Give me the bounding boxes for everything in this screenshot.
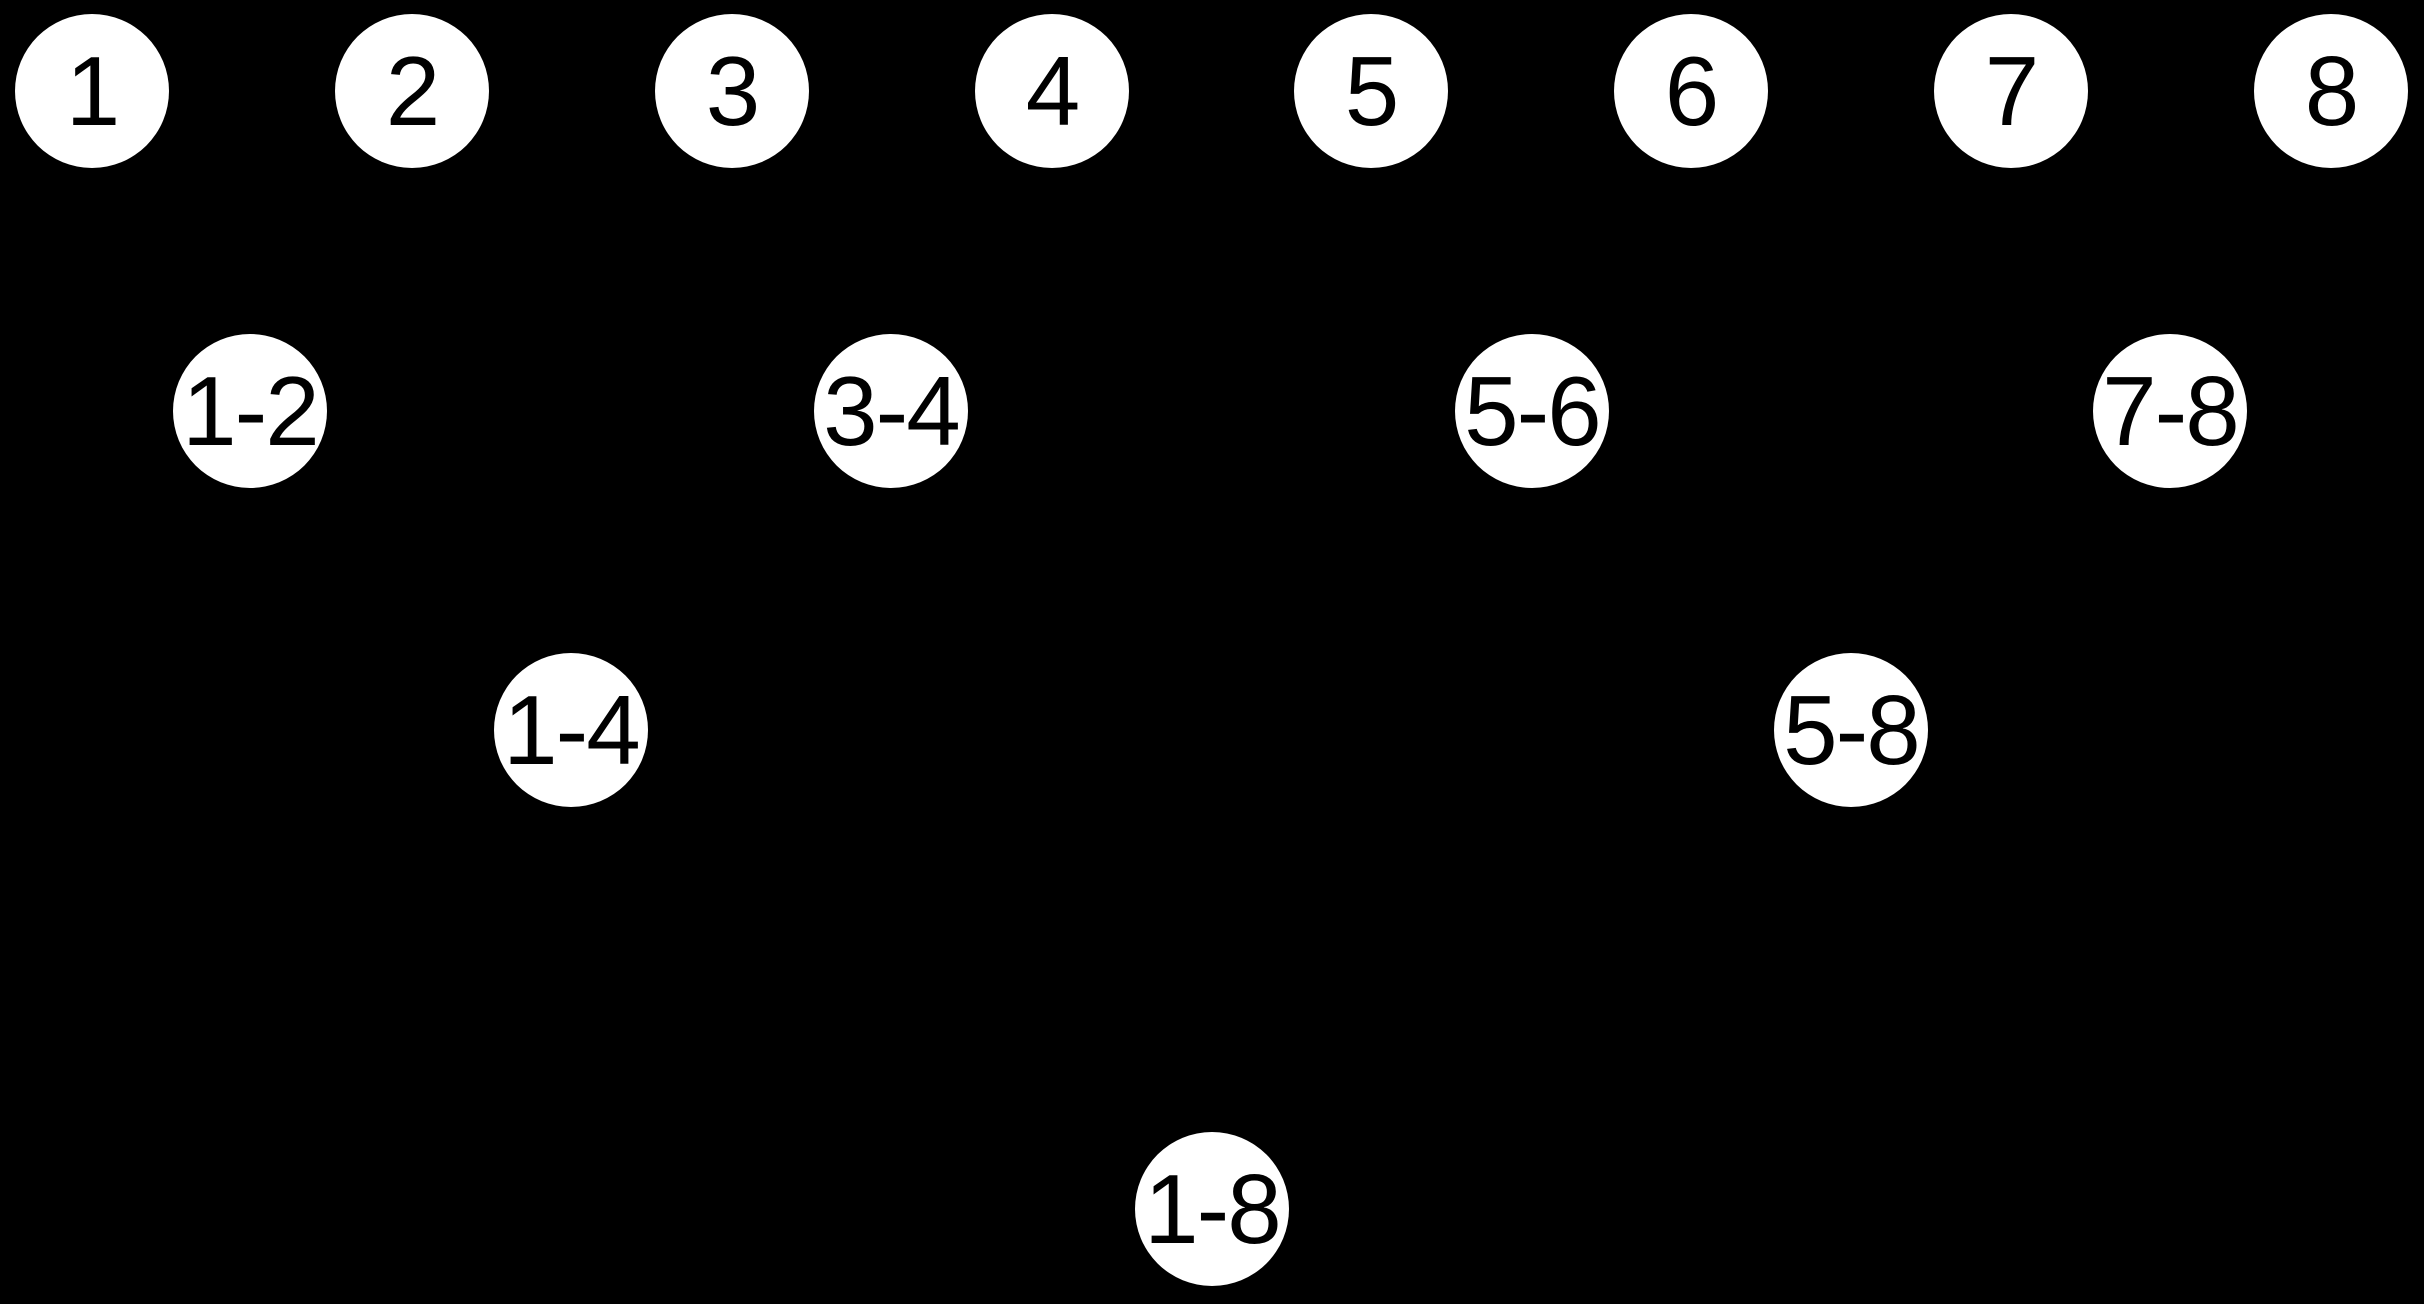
tree-node-2: 2 — [335, 14, 489, 168]
tree-node-label: 5-8 — [1783, 675, 1921, 785]
tree-node-7: 7 — [1934, 14, 2088, 168]
tree-node-4: 4 — [975, 14, 1129, 168]
tree-node-label: 1 — [65, 36, 120, 146]
tree-node-label: 7-8 — [2102, 356, 2240, 466]
tree-node-label: 5 — [1344, 36, 1399, 146]
tree-node-label: 1-2 — [182, 356, 320, 466]
tree-node-5: 5 — [1294, 14, 1448, 168]
tree-node-label: 5-6 — [1464, 356, 1602, 466]
tree-node-label: 2 — [385, 36, 440, 146]
tree-node-6: 6 — [1614, 14, 1768, 168]
tree-node-7-8: 7-8 — [2093, 334, 2247, 488]
tree-node-label: 1-8 — [1144, 1154, 1282, 1264]
tree-node-3-4: 3-4 — [814, 334, 968, 488]
tree-node-label: 3-4 — [823, 356, 961, 466]
tree-node-5-6: 5-6 — [1455, 334, 1609, 488]
tree-node-1-8: 1-8 — [1135, 1132, 1289, 1286]
tree-node-label: 3 — [705, 36, 760, 146]
tree-node-1-4: 1-4 — [494, 653, 648, 807]
tree-node-8: 8 — [2254, 14, 2408, 168]
tree-node-label: 1-4 — [503, 675, 641, 785]
tree-node-label: 8 — [2304, 36, 2359, 146]
tree-node-1-2: 1-2 — [173, 334, 327, 488]
tree-node-label: 7 — [1984, 36, 2039, 146]
tree-node-1: 1 — [15, 14, 169, 168]
tree-node-3: 3 — [655, 14, 809, 168]
tree-node-label: 6 — [1664, 36, 1719, 146]
tree-node-5-8: 5-8 — [1774, 653, 1928, 807]
tree-node-label: 4 — [1025, 36, 1080, 146]
